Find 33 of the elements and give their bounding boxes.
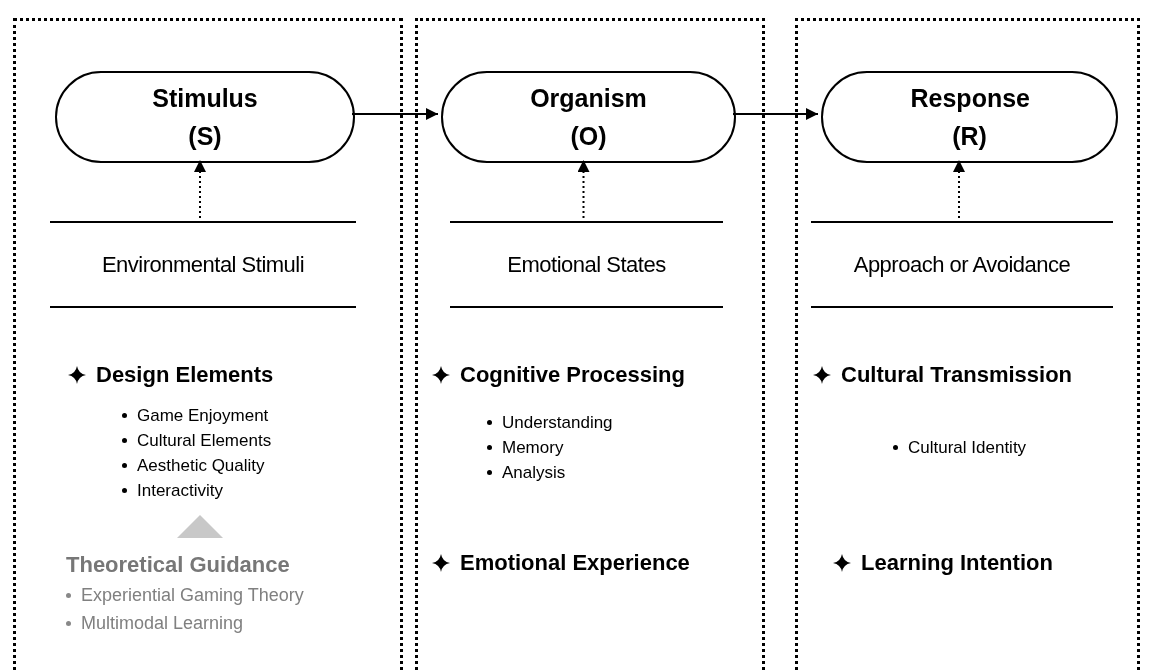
list-item: Cultural Elements: [137, 430, 272, 452]
stage-subtitle: Environmental Stimuli: [101, 251, 305, 279]
list-item: Game Enjoyment: [137, 405, 269, 427]
list-item: Understanding: [502, 412, 613, 434]
arrow: [953, 159, 965, 219]
arrow: [351, 108, 439, 120]
section-heading: Learning Intention: [861, 549, 1053, 577]
factor-band: [811, 221, 1113, 308]
section-heading: Design Elements: [96, 361, 274, 389]
stage-title: Organism (O): [529, 83, 648, 152]
section-heading: Theoretical Guidance: [66, 551, 290, 579]
section-heading: Emotional Experience: [460, 549, 690, 577]
stage-subtitle: Emotional States: [507, 251, 666, 279]
list-item: Cultural Identity: [908, 437, 1027, 459]
arrow: [577, 159, 590, 219]
factor-band: [50, 221, 356, 308]
stage-panel: [415, 18, 765, 672]
section-heading: Cultural Transmission: [841, 361, 1073, 389]
list-item: Memory: [502, 437, 564, 459]
list-item: Experiential Gaming Theory: [81, 584, 304, 607]
list-item: Multimodal Learning: [81, 612, 244, 635]
list-item: Aesthetic Quality: [137, 455, 265, 477]
section-heading: Cognitive Processing: [460, 361, 685, 389]
list-item: Analysis: [502, 462, 566, 484]
stage-panel: [13, 18, 403, 672]
stage-panel: [795, 18, 1140, 672]
list-item: Interactivity: [137, 480, 223, 502]
stage-subtitle: Approach or Avoidance: [853, 251, 1071, 279]
factor-band: [450, 221, 723, 308]
stage-title: Response (R): [910, 83, 1029, 152]
stage-title: Stimulus (S): [151, 83, 259, 152]
arrow: [732, 108, 819, 120]
arrow: [194, 159, 206, 219]
